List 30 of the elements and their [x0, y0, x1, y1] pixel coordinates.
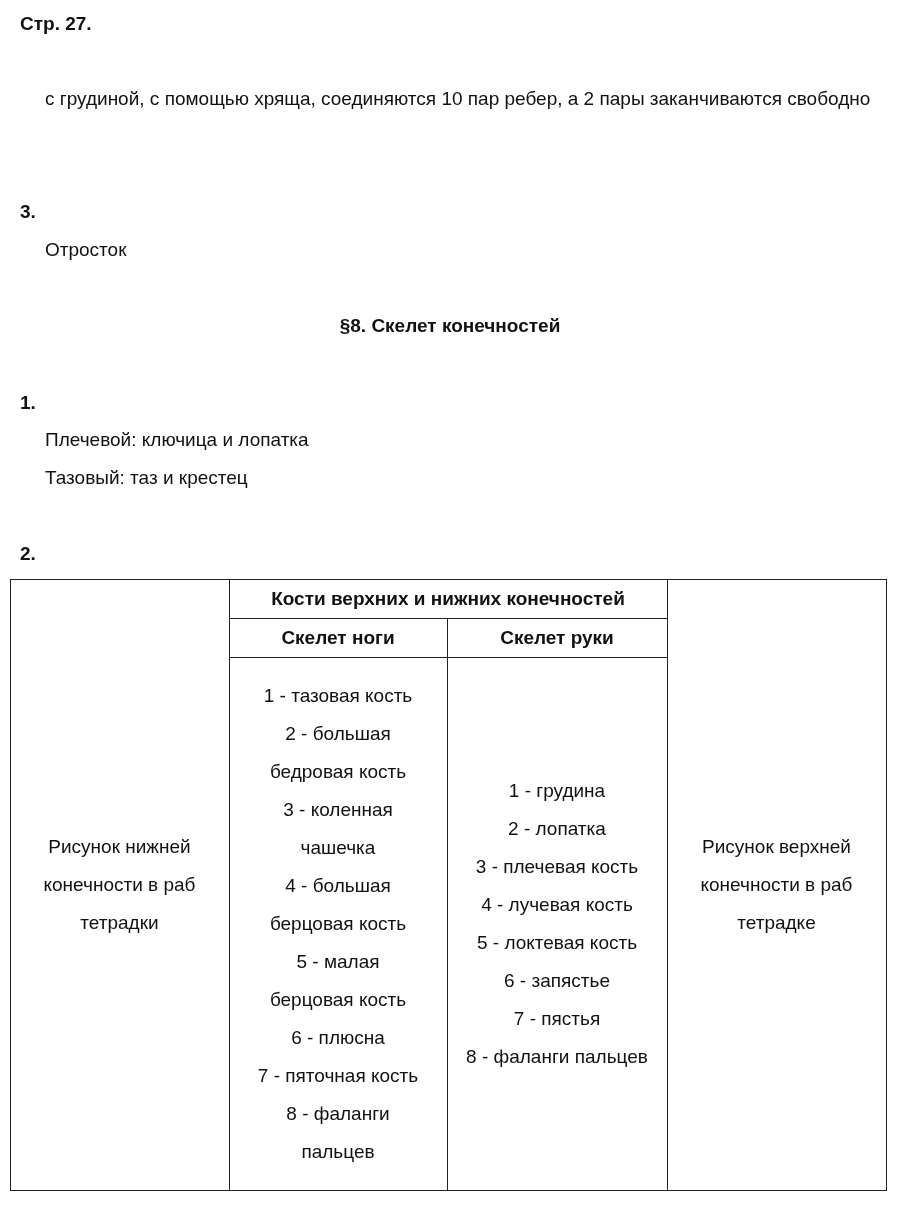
list-item: 4 - лучевая кость: [481, 892, 633, 917]
answer-text: Плечевой: ключица и лопатка: [45, 428, 310, 452]
list-item: 6 - запястье: [504, 968, 610, 993]
list-item: 7 - пяточная кость: [257, 1063, 419, 1088]
section-heading: §8. Скелет конечностей: [338, 314, 562, 338]
list-item: 7 - пястья: [513, 1006, 601, 1031]
list-item: 8 - фаланги пальцев: [466, 1044, 648, 1069]
list-item: 2 - большая бедровая кость: [268, 721, 408, 784]
list-item: 1 - тазовая кость: [263, 683, 413, 708]
answer-text: Тазовый: таз и крестец: [45, 466, 249, 490]
list-item: 5 - малая берцовая кость: [268, 949, 408, 1012]
list-item: 3 - коленная чашечка: [282, 797, 394, 860]
list-item: 3 - плечевая кость: [475, 854, 639, 879]
list-item: 4 - большая берцовая кость: [268, 873, 408, 936]
table-cell-text: Рисунок нижней конечности в раб тетрадки: [42, 834, 197, 935]
table-cell-text: Скелет ноги: [280, 625, 396, 650]
page-number: Стр. 27.: [20, 12, 93, 36]
table-cell-text: Кости верхних и нижних конечностей: [270, 586, 626, 611]
list-item: 5 - локтевая кость: [476, 930, 638, 955]
list-item: 8 - фаланги пальцев: [285, 1101, 391, 1164]
question-number: 2.: [20, 542, 37, 566]
table-cell-text: Скелет руки: [499, 625, 615, 650]
list-item: 6 - плюсна: [291, 1025, 385, 1050]
answer-text: Отросток: [45, 238, 128, 262]
paragraph: с грудиной, с помощью хряща, соединяются 10 пар ребер, а 2 пары заканчиваются свободно: [45, 87, 872, 111]
list-item: 2 - лопатка: [508, 816, 606, 841]
table-cell-text: Рисунок верхней конечности в раб тетрадке: [699, 834, 854, 935]
list-item: 1 - грудина: [508, 778, 606, 803]
question-number: 3.: [20, 200, 37, 224]
question-number: 1.: [20, 391, 37, 415]
